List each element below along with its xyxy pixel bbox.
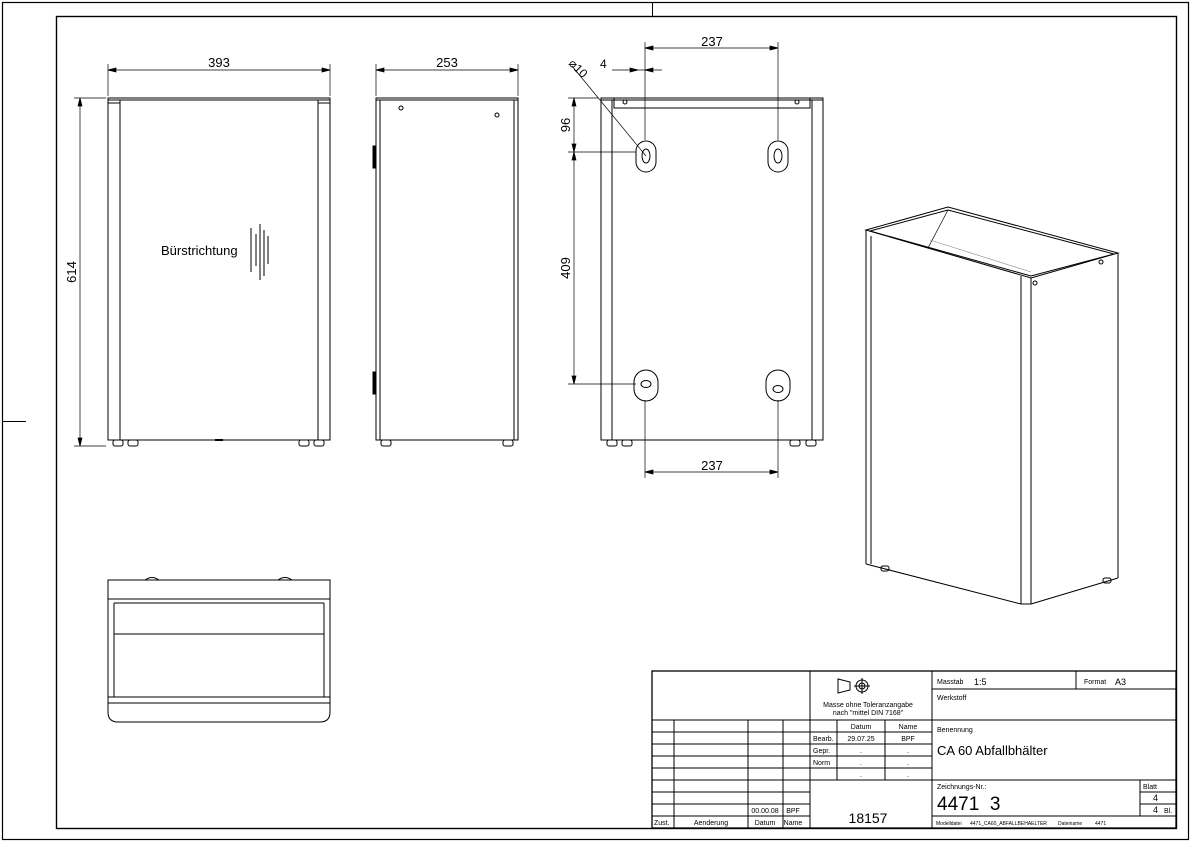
tolerance-note-2: nach "mittel DIN 7168": [833, 710, 904, 717]
dim-hole-offset: 4: [600, 57, 607, 71]
value-benennung: CA 60 Abfallbhälter: [937, 743, 1048, 758]
dim-hole-vertical-spacing: 409: [558, 257, 573, 279]
gepr-date: .: [860, 748, 862, 755]
row-gepr: Gepr.: [813, 748, 830, 755]
empty-date: .: [860, 772, 862, 779]
gepr-name: .: [907, 748, 909, 755]
dim-hole-diameter: ⌀10: [566, 56, 591, 81]
drawing-number-id: 18157: [849, 810, 888, 826]
mounting-slot: [633, 369, 659, 402]
dim-height: 614: [64, 261, 79, 283]
mounting-slot: [765, 369, 791, 402]
label-zust: Zust.: [654, 820, 670, 827]
front-width-dimension: [107, 64, 331, 96]
value-modelldatei: 4471_CA60_ABFALLBEHAELTER: [970, 821, 1047, 827]
dim-hole-top-offset: 96: [558, 118, 573, 132]
label-aenderung: Aenderung: [694, 820, 728, 827]
side-depth-dimension: [375, 64, 519, 96]
empty-name: .: [907, 772, 909, 779]
value-dateiname: 4471: [1095, 821, 1106, 827]
back-view: [600, 97, 824, 447]
value-format: A3: [1115, 677, 1126, 687]
dim-front-width: 393: [208, 55, 230, 70]
mounting-slot: [767, 140, 789, 173]
row-bearb: Bearb.: [813, 736, 834, 743]
norm-date: .: [860, 760, 862, 767]
row-norm: Norm: [813, 760, 830, 767]
label-datum: Datum: [755, 820, 776, 827]
side-view: [372, 97, 519, 447]
title-block: [651, 670, 1177, 829]
value-blatt-total: 4: [1153, 805, 1158, 815]
back-dimensions: [568, 42, 779, 478]
label-werkstoff: Werkstoff: [937, 695, 966, 702]
revision-name: BPF: [786, 808, 800, 815]
header-name: Name: [899, 724, 918, 731]
header-datum: Datum: [851, 724, 872, 731]
tolerance-note-1: Masse ohne Toleranzangabe: [823, 702, 913, 709]
value-blatt: 4: [1153, 793, 1158, 803]
title-block-text: Masse ohne Toleranzangabe nach "mittel D…: [654, 677, 1172, 827]
dim-side-depth: 253: [436, 55, 458, 70]
label-zeichnungsnr: Zeichnungs-Nr.:: [937, 784, 986, 791]
dim-back-top-spacing: 237: [701, 34, 723, 49]
bearb-name: BPF: [901, 736, 915, 743]
label-masstab: Masstab: [937, 679, 964, 686]
mounting-slot: [635, 140, 657, 173]
label-dateiname: Dateiname: [1058, 821, 1082, 827]
value-masstab: 1:5: [974, 677, 987, 687]
brush-direction-label: Bürstrichtung: [161, 243, 238, 258]
top-view: [107, 577, 331, 723]
revision-date: 00.00.08: [751, 808, 778, 815]
front-view: [107, 97, 331, 447]
label-benennung: Benennung: [937, 727, 973, 734]
value-zeichnungsnr: 4471 3: [937, 794, 1000, 815]
label-name: Name: [784, 820, 803, 827]
label-bl: Bl.: [1164, 808, 1172, 815]
label-format: Format: [1084, 679, 1106, 686]
label-modelldatei: Modelldatei: [936, 821, 962, 827]
label-blatt: Blatt: [1143, 784, 1157, 791]
dim-back-bottom-spacing: 237: [701, 458, 723, 473]
norm-name: .: [907, 760, 909, 767]
isometric-view: [864, 206, 1120, 605]
bearb-date: 29.07.25: [847, 736, 874, 743]
height-dimension: [74, 97, 106, 447]
